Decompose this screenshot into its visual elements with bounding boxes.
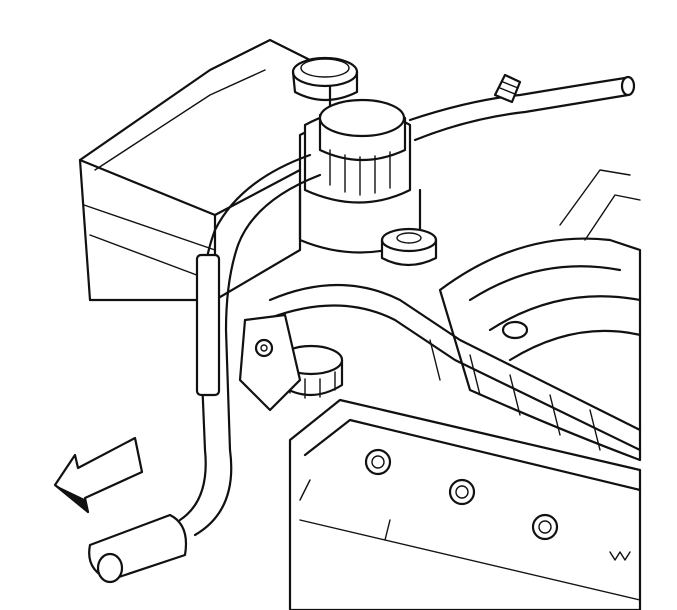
engine-block [288,398,642,610]
intake-manifold [438,169,642,462]
reservoir-cap [291,56,359,102]
reservoir-cap-small [380,227,438,267]
pressure-cap [298,98,422,254]
mount-bracket [238,313,302,412]
radiator-hose [408,73,636,142]
heater-hose [88,153,322,584]
direction-arrow [53,436,144,514]
fuel-rail [268,283,642,452]
